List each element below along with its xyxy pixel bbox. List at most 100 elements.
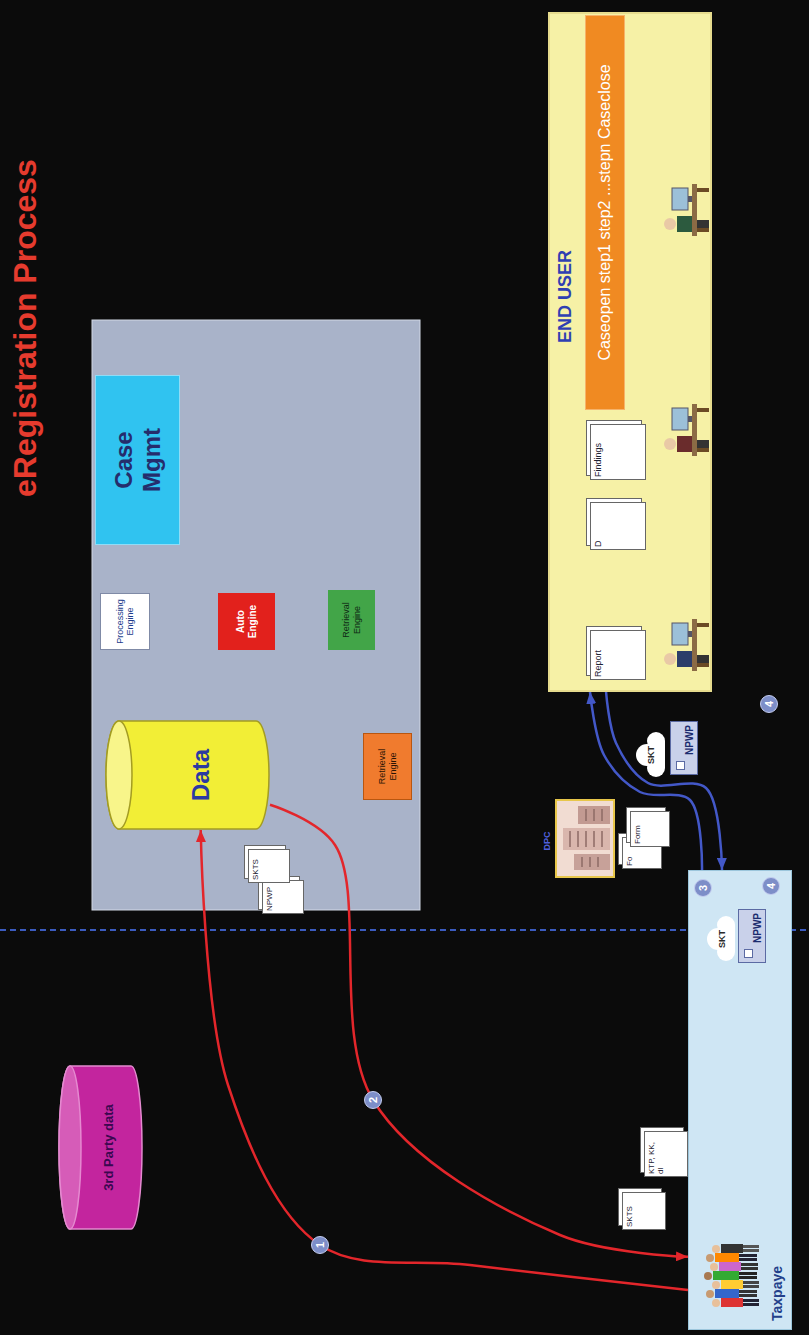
engine-box: Processing Engine bbox=[100, 593, 150, 650]
callout-number: 4 bbox=[762, 877, 780, 895]
desk-worker bbox=[664, 218, 676, 230]
desk-worker bbox=[697, 408, 709, 412]
taxpayer-people bbox=[743, 1285, 759, 1288]
desk-worker bbox=[688, 196, 692, 202]
taxpayer-people bbox=[715, 1253, 739, 1262]
taxpayer-people bbox=[712, 1298, 759, 1307]
desk-worker bbox=[697, 188, 709, 192]
engine-box: Retrieval Engine bbox=[363, 733, 412, 800]
desk-worker bbox=[672, 188, 688, 210]
case-management-box: Case Mgmt bbox=[95, 375, 180, 545]
data-center-building bbox=[556, 800, 614, 877]
cloud-label: SKT bbox=[716, 924, 728, 954]
desk-worker bbox=[697, 440, 709, 448]
diagram-title: eRegistration Process bbox=[8, 159, 43, 497]
taxpayer-people bbox=[712, 1245, 720, 1253]
taxpayer-people bbox=[721, 1244, 743, 1253]
step-number: 1 bbox=[311, 1236, 329, 1254]
node-text: Auto Engine bbox=[235, 596, 258, 647]
node-text: Retrieval Engine bbox=[341, 593, 362, 647]
taxpayer-people bbox=[739, 1272, 757, 1275]
form-icon: Form bbox=[630, 811, 670, 847]
desk-worker bbox=[688, 631, 692, 637]
desk-worker bbox=[664, 619, 709, 671]
desk-worker bbox=[677, 651, 692, 667]
cloud-label: SKT bbox=[645, 740, 657, 770]
node-text: Caseopen step1 step2 ...stepn Caseclose bbox=[596, 64, 614, 360]
desk-worker bbox=[664, 184, 709, 236]
cylinder-top bbox=[106, 721, 132, 829]
cylinder-body bbox=[59, 1066, 142, 1229]
taxpayer-people bbox=[721, 1298, 743, 1307]
taxpayer-people bbox=[719, 1262, 741, 1271]
taxpayer-people bbox=[739, 1258, 757, 1261]
system-panel: DataProcessing EngineAuto EngineRetrieva… bbox=[92, 320, 420, 910]
taxpayer-people bbox=[743, 1299, 759, 1302]
data-center-building bbox=[570, 809, 602, 867]
taxpayer-people bbox=[704, 1244, 759, 1307]
taxpayer-people bbox=[743, 1281, 759, 1284]
document-icon: Report bbox=[590, 630, 646, 680]
step-number: 2 bbox=[364, 1091, 382, 1109]
desk-worker bbox=[697, 228, 709, 232]
taxpayer-people bbox=[704, 1271, 757, 1280]
engine-box: Auto Engine bbox=[218, 593, 275, 650]
desk-worker bbox=[688, 416, 692, 422]
taxpayer-people bbox=[739, 1276, 757, 1279]
panel-background bbox=[92, 320, 420, 910]
taxpayer-people bbox=[743, 1249, 759, 1252]
id-card: NPWP bbox=[670, 721, 698, 775]
data-store-cylinder: 3rd Party data bbox=[58, 1065, 143, 1230]
document-icon: SKTS bbox=[248, 849, 290, 883]
flow-arrow bbox=[270, 805, 688, 1257]
taxpayer-people bbox=[713, 1271, 739, 1280]
document-icon: KTP, KK, dl bbox=[644, 1131, 688, 1177]
data-center-building bbox=[556, 800, 614, 877]
database-cylinder: Data bbox=[105, 720, 270, 830]
id-card: NPWP bbox=[738, 909, 766, 963]
desk-worker bbox=[697, 220, 709, 228]
taxpayer-people bbox=[706, 1289, 757, 1298]
taxpayer-people bbox=[706, 1253, 757, 1262]
desk-worker bbox=[692, 404, 697, 456]
document-icon: NPWP bbox=[262, 880, 304, 914]
document-icon: SKTS bbox=[622, 1192, 666, 1230]
desk-worker bbox=[677, 216, 692, 232]
taxpayer-people bbox=[715, 1289, 739, 1298]
end-user-panel: END USER Caseopen step1 step2 ...stepn Ca… bbox=[548, 12, 712, 692]
desk-worker bbox=[672, 408, 688, 430]
callout-number: 3 bbox=[694, 879, 712, 897]
data-center-building bbox=[563, 828, 610, 850]
desk-worker bbox=[692, 619, 697, 671]
taxpayer-people bbox=[741, 1263, 758, 1266]
desk-worker bbox=[677, 436, 692, 452]
node-heading: END USER bbox=[555, 250, 576, 343]
document-icon: Findings bbox=[590, 424, 646, 480]
document-icon: D bbox=[590, 502, 646, 550]
taxpayer-people bbox=[712, 1280, 759, 1289]
taxpayer-people bbox=[706, 1254, 714, 1262]
desk-worker bbox=[692, 184, 697, 236]
desk-worker bbox=[672, 623, 688, 645]
engine-box: Retrieval Engine bbox=[328, 590, 375, 650]
taxpayer-people bbox=[706, 1290, 714, 1298]
taxpayer-people bbox=[712, 1244, 759, 1253]
desk-worker bbox=[664, 404, 709, 456]
taxpayer-people bbox=[721, 1280, 743, 1289]
node-heading: Taxpaye bbox=[769, 1266, 785, 1321]
flow-arrow bbox=[590, 692, 702, 870]
taxpayer-people bbox=[710, 1262, 758, 1271]
taxpayer-people bbox=[743, 1245, 759, 1248]
flow-arrow bbox=[606, 692, 722, 870]
node-text: Retrieval Engine bbox=[377, 737, 398, 796]
cylinder-shape bbox=[58, 1065, 143, 1230]
taxpayer-people bbox=[712, 1281, 720, 1289]
taxpayer-people bbox=[743, 1303, 759, 1306]
desk-worker bbox=[664, 438, 676, 450]
taxpayer-people bbox=[739, 1254, 757, 1257]
node-text: Case Mgmt bbox=[110, 415, 165, 505]
taxpayer-people bbox=[739, 1290, 757, 1293]
node-text: 3rd Party data bbox=[102, 1104, 117, 1191]
node-text: Processing Engine bbox=[115, 597, 136, 646]
